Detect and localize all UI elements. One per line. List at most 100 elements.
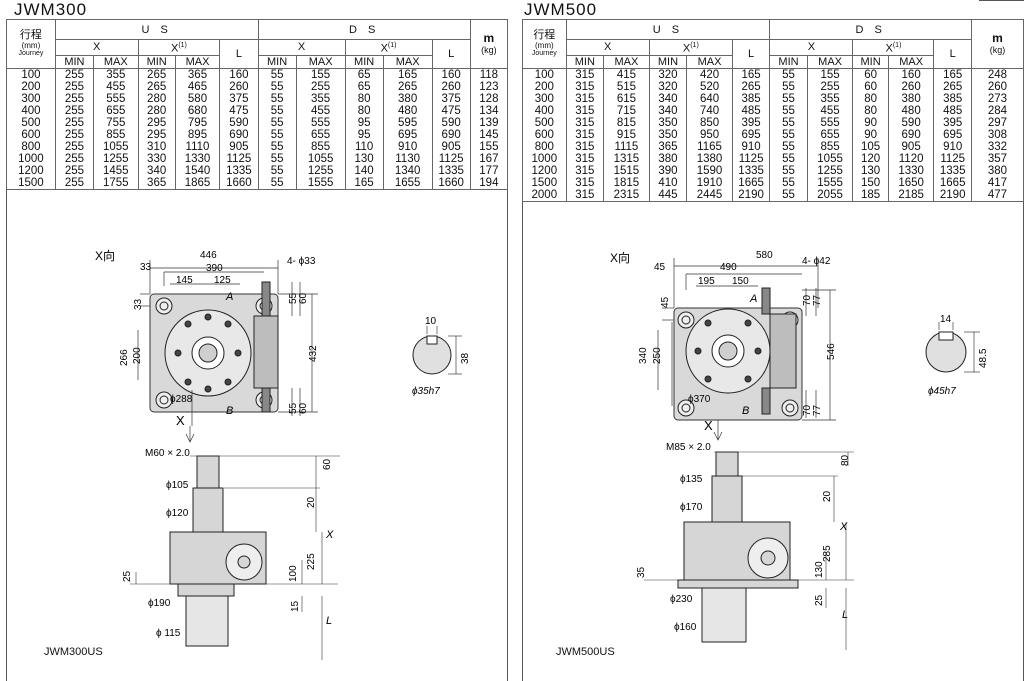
x-header: X — [257, 39, 346, 56]
panel-jwm300: JWM300 行程 (mm) Journey U S D S m (kg) X … — [0, 0, 509, 681]
table-cell: 332 — [970, 140, 1024, 153]
us-header: U S — [565, 19, 771, 40]
table-cell: 65 — [344, 80, 384, 93]
table-cell: 385 — [731, 92, 771, 105]
table-cell: 260 — [431, 80, 471, 93]
table-cell: 284 — [970, 104, 1024, 117]
table-cell: 315 — [565, 80, 605, 93]
min-header: MIN — [257, 54, 297, 69]
table-cell: 1335 — [219, 164, 259, 177]
table-cell: 1660 — [219, 176, 259, 190]
dim-b-1: 70 — [802, 404, 813, 416]
table-cell: 55 — [257, 116, 297, 129]
table-cell: 485 — [731, 104, 771, 117]
table-cell: 177 — [469, 164, 509, 177]
table-cell: 165 — [933, 68, 972, 81]
table-cell: 80 — [852, 92, 889, 105]
table-cell: 395 — [933, 116, 972, 129]
max-header: MAX — [295, 54, 346, 69]
dim-thread: M60 × 2.0 — [145, 448, 190, 459]
table-cell: 255 — [806, 80, 854, 93]
max-header: MAX — [603, 54, 650, 69]
table-cell: 320 — [648, 68, 688, 81]
x1-note: (1) — [690, 42, 699, 49]
table-cell: 915 — [603, 128, 650, 141]
table-cell: 1515 — [603, 164, 650, 177]
dim-height-total: 546 — [826, 343, 837, 360]
table-cell: 1055 — [93, 140, 139, 153]
table-cell: 315 — [565, 104, 605, 117]
table-cell: 315 — [565, 176, 605, 189]
table-cell: 1590 — [686, 164, 733, 177]
table-cell: 130 — [344, 152, 384, 165]
table-cell: 140 — [344, 164, 384, 177]
dim-height-1: 266 — [119, 349, 130, 366]
x1-header: X(1) — [648, 39, 733, 56]
table-cell: 1330 — [174, 152, 221, 165]
table-cell: 910 — [933, 140, 972, 153]
table-cell: 55 — [257, 152, 297, 165]
table-cell: 248 — [970, 68, 1024, 81]
x-direction-label: X向 — [95, 248, 115, 263]
table-cell: 815 — [603, 116, 650, 129]
table-cell: 655 — [806, 128, 854, 141]
table-cell: 320 — [648, 80, 688, 93]
table-cell: 185 — [852, 188, 889, 202]
dim-key-width: 10 — [425, 316, 437, 327]
table-cell: 55 — [769, 128, 808, 141]
table-cell: 905 — [219, 140, 259, 153]
table-cell: 555 — [806, 116, 854, 129]
table-cell: 2000 — [522, 188, 567, 202]
x-header: X — [54, 39, 139, 56]
table-cell: 715 — [603, 104, 650, 117]
table-cell: 695 — [933, 128, 972, 141]
dim-dia-3: ϕ230 — [670, 594, 693, 605]
table-cell: 380 — [970, 164, 1024, 177]
dim-a-1: 55 — [288, 292, 299, 304]
table-cell: 128 — [469, 92, 509, 105]
dim-x-var: X — [839, 521, 848, 533]
model-label: JWM300US — [44, 646, 103, 658]
table-cell: 365 — [174, 68, 221, 81]
dim-dia-1: ϕ105 — [166, 480, 189, 491]
table-cell: 455 — [93, 80, 139, 93]
table-cell: 1000 — [6, 152, 56, 165]
table-cell: 255 — [54, 68, 95, 81]
max-header: MAX — [382, 54, 433, 69]
table-cell: 690 — [219, 128, 259, 141]
table-cell: 355 — [295, 92, 346, 105]
spec-table: 行程 (mm) Journey U S D S m (kg) X X(1) L … — [522, 19, 1024, 202]
table-cell: 615 — [603, 92, 650, 105]
table-cell: 55 — [769, 176, 808, 189]
table-cell: 1130 — [382, 152, 433, 165]
table-cell: 480 — [382, 104, 433, 117]
x1-header: X(1) — [137, 39, 221, 56]
table-cell: 80 — [344, 104, 384, 117]
dim-height-total: 432 — [308, 345, 319, 362]
table-cell: 315 — [565, 188, 605, 202]
table-cell: 1120 — [887, 152, 935, 165]
dim-width-2: 195 — [698, 276, 715, 287]
min-header: MIN — [648, 54, 688, 69]
table-cell: 855 — [806, 140, 854, 153]
table-cell: 1125 — [219, 152, 259, 165]
table-cell: 1555 — [806, 176, 854, 189]
table-cell: 380 — [887, 92, 935, 105]
table-cell: 118 — [469, 68, 509, 81]
table-cell: 850 — [686, 116, 733, 129]
table-cell: 300 — [522, 92, 567, 105]
table-cell: 475 — [431, 104, 471, 117]
dim-width-3: 125 — [214, 275, 231, 286]
table-cell: 330 — [137, 152, 176, 165]
table-cell: 194 — [469, 176, 509, 190]
table-cell: 1335 — [731, 164, 771, 177]
dim-shaft: ϕ45h7 — [928, 386, 956, 397]
dim-dia-4: ϕ 115 — [156, 628, 181, 639]
table-cell: 340 — [648, 104, 688, 117]
table-cell: 910 — [731, 140, 771, 153]
table-cell: 365 — [137, 176, 176, 190]
